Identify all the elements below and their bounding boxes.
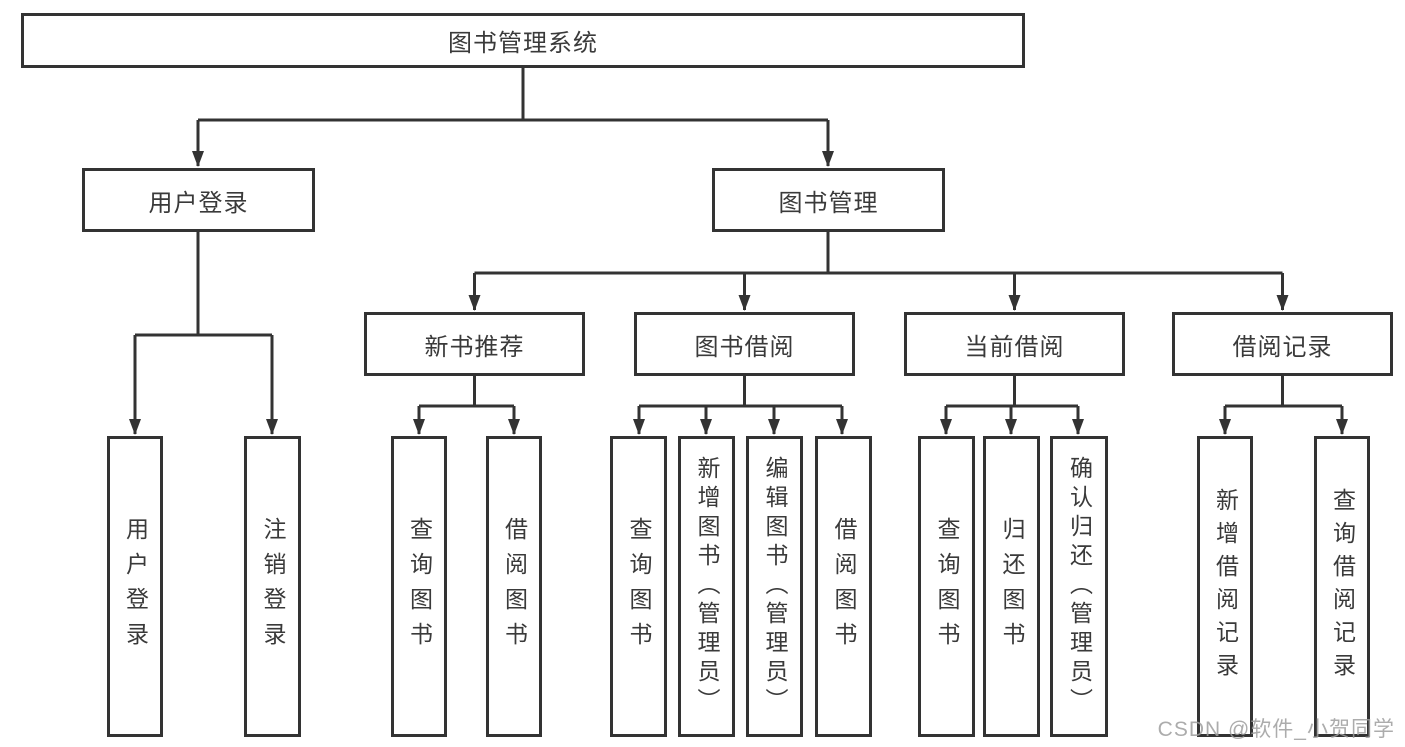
node-new-book-recommend: 新书推荐 — [364, 312, 585, 376]
node-root-system: 图书管理系统 — [21, 13, 1025, 68]
leaf-newbook-borrow: 借阅图书 — [486, 436, 542, 737]
leaf-borrow-edit-admin: 编辑图书（管理员） — [746, 436, 803, 737]
leaf-borrow-book-label: 借阅图书 — [831, 516, 857, 657]
leaf-logout-label: 注销登录 — [260, 516, 286, 657]
leaf-newbook-query: 查询图书 — [391, 436, 447, 737]
node-book-management: 图书管理 — [712, 168, 945, 232]
leaf-records-add: 新增借阅记录 — [1197, 436, 1253, 737]
leaf-records-add-label: 新增借阅记录 — [1212, 487, 1239, 686]
node-user-login: 用户登录 — [82, 168, 315, 232]
leaf-borrow-query: 查询图书 — [610, 436, 667, 737]
leaf-borrow-query-label: 查询图书 — [626, 516, 652, 657]
leaf-current-query: 查询图书 — [918, 436, 975, 737]
leaf-borrow-add-admin-label: 新增图书（管理员） — [694, 456, 720, 717]
leaf-logout: 注销登录 — [244, 436, 301, 737]
leaf-current-confirm-return-admin-label: 确认归还（管理员） — [1066, 456, 1093, 717]
leaf-newbook-borrow-label: 借阅图书 — [501, 516, 528, 657]
leaf-newbook-query-label: 查询图书 — [406, 516, 433, 657]
node-current-borrow: 当前借阅 — [904, 312, 1125, 376]
leaf-borrow-edit-admin-label: 编辑图书（管理员） — [762, 456, 788, 717]
node-borrow-records-label: 借阅记录 — [1232, 333, 1333, 361]
csdn-watermark: CSDN @软件_小贺同学 — [1157, 718, 1395, 741]
leaf-current-confirm-return-admin: 确认归还（管理员） — [1050, 436, 1108, 737]
node-current-borrow-label: 当前借阅 — [964, 333, 1065, 361]
node-borrow-records: 借阅记录 — [1172, 312, 1393, 376]
node-new-book-recommend-label: 新书推荐 — [424, 333, 525, 361]
leaf-current-return: 归还图书 — [983, 436, 1040, 737]
node-root-system-label: 图书管理系统 — [448, 30, 598, 57]
leaf-records-query-label: 查询借阅记录 — [1329, 487, 1356, 686]
leaf-current-return-label: 归还图书 — [999, 516, 1025, 657]
node-book-borrow-label: 图书借阅 — [694, 333, 795, 361]
node-user-login-label: 用户登录 — [148, 189, 249, 217]
leaf-current-query-label: 查询图书 — [934, 516, 960, 657]
leaf-borrow-book: 借阅图书 — [815, 436, 872, 737]
node-book-borrow: 图书借阅 — [634, 312, 855, 376]
node-book-management-label: 图书管理 — [778, 189, 879, 217]
leaf-records-query: 查询借阅记录 — [1314, 436, 1370, 737]
leaf-user-login: 用户登录 — [107, 436, 163, 737]
leaf-user-login-label: 用户登录 — [122, 516, 149, 657]
leaf-borrow-add-admin: 新增图书（管理员） — [678, 436, 735, 737]
